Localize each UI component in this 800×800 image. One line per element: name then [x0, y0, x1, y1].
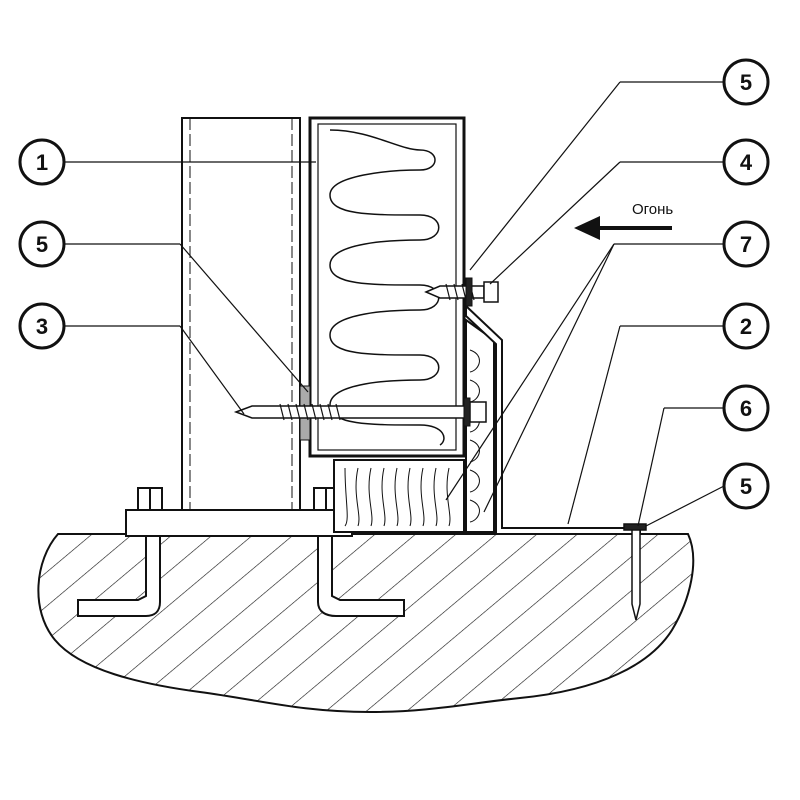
- callout-4: 4: [722, 138, 770, 186]
- fire-stop-block-horizontal: [333, 459, 465, 533]
- concrete-slab: [37, 533, 695, 714]
- callout-6: 6: [722, 384, 770, 432]
- svg-text:5: 5: [740, 70, 752, 95]
- fire-label: Огонь: [632, 201, 673, 218]
- base-plate: [125, 509, 353, 537]
- svg-text:5: 5: [36, 232, 48, 257]
- long-self-tapping-screw: [233, 397, 487, 427]
- leader-lines: [64, 81, 725, 527]
- svg-text:7: 7: [740, 232, 752, 257]
- svg-text:2: 2: [740, 314, 752, 339]
- svg-text:3: 3: [36, 314, 48, 339]
- svg-text:6: 6: [740, 396, 752, 421]
- callout-5-right: 5: [722, 462, 770, 510]
- callout-7: 7: [722, 220, 770, 268]
- callout-5-top: 5: [722, 58, 770, 106]
- svg-text:4: 4: [740, 150, 753, 175]
- callout-2: 2: [722, 302, 770, 350]
- short-self-tapping-screw: [424, 277, 499, 307]
- callout-3: 3: [18, 302, 66, 350]
- callout-5-left: 5: [18, 220, 66, 268]
- dowel-fastener: [623, 523, 647, 621]
- mineral-wool-insulation: [329, 129, 445, 446]
- svg-text:5: 5: [740, 474, 752, 499]
- callout-1: 1: [18, 138, 66, 186]
- fire-direction-arrow: [574, 216, 672, 240]
- svg-text:1: 1: [36, 150, 48, 175]
